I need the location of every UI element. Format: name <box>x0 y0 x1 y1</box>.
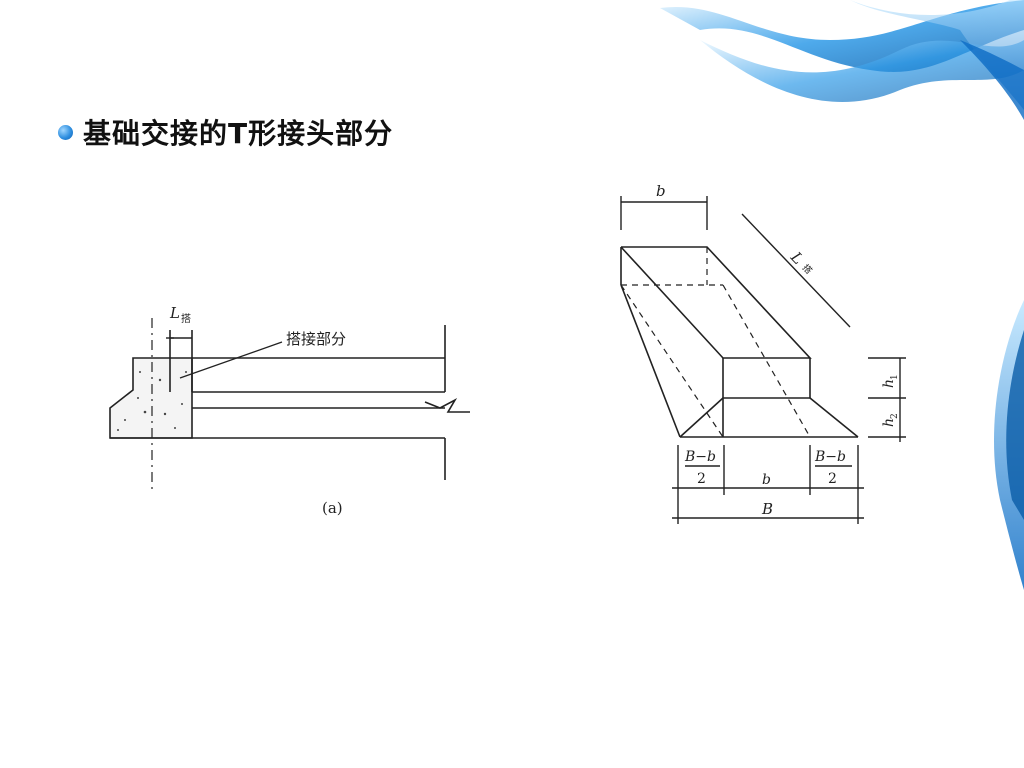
top-width-label: b <box>656 182 666 200</box>
h2-label: h <box>881 418 897 427</box>
figure-a-caption: (a) <box>322 499 343 517</box>
mid-width-label: b <box>762 472 771 488</box>
h1-label: h <box>881 379 897 388</box>
frac-right-den: 2 <box>828 471 837 487</box>
frac-left-den: 2 <box>697 471 706 487</box>
slide-title: 基础交接的T形接头部分 <box>83 117 394 150</box>
title-row: 基础交接的T形接头部分 <box>58 112 393 152</box>
h1-subscript: 1 <box>890 374 900 380</box>
lap-dim-label: L <box>169 304 180 322</box>
frac-right-num: B−b <box>814 449 846 465</box>
length-subscript: 搭 <box>800 262 815 277</box>
lap-callout: 搭接部分 <box>286 330 346 348</box>
bullet-icon <box>58 124 73 140</box>
h2-subscript: 2 <box>890 413 900 419</box>
frac-left-num: B−b <box>684 449 716 465</box>
total-width-label: B <box>761 500 773 518</box>
lap-dim-subscript: 搭 <box>181 312 191 325</box>
